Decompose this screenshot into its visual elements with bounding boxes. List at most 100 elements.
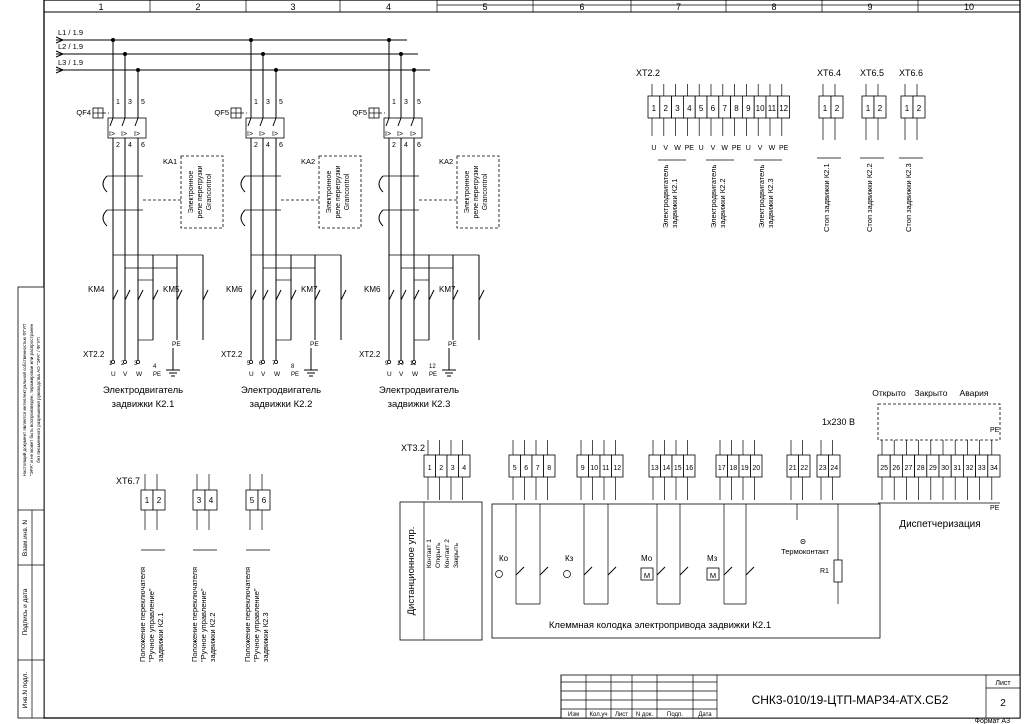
terminal-number: 12 [779, 104, 788, 113]
xt67-label: Положение переключателя [190, 567, 199, 662]
phase-label: V [758, 145, 763, 152]
xt22-label: Электродвигатель [661, 165, 670, 228]
xt67-label: "Ручное управление" [199, 588, 208, 662]
breaker-contact [247, 117, 252, 127]
pe-label: PE [448, 341, 457, 348]
terminal-number: 7 [536, 465, 540, 472]
terminal-number: 8 [547, 465, 551, 472]
xt22-label: Электродвигатель [709, 165, 718, 228]
bus-label: L2 / 1.9 [58, 42, 83, 51]
phase-label: U [249, 371, 254, 378]
m-label: M [644, 571, 650, 580]
xt22-label: Электродвигатель [757, 165, 766, 228]
terminal-pin: 3 [134, 361, 138, 367]
phase-label: V [711, 145, 716, 152]
terminal-number: 24 [830, 465, 838, 472]
title-header: Дата [698, 712, 712, 718]
phase-label: W [136, 371, 143, 378]
breaker-pin-bottom: 4 [266, 142, 270, 149]
sheet-label: Лист [995, 680, 1011, 687]
terminal-cell [683, 454, 696, 478]
side-field: Инв.N подл. [22, 672, 29, 709]
bus-arrow [55, 50, 65, 58]
terminal-number: 4 [687, 104, 692, 113]
terminal-cell [777, 95, 790, 119]
current-sensor [102, 209, 108, 227]
terminal-number: 33 [978, 465, 986, 472]
r1-label: R1 [820, 568, 829, 575]
remote-contact-label: Закрыть [453, 542, 460, 568]
contactor-label: KM6 [364, 285, 381, 294]
breaker-label: QF5 [214, 108, 229, 117]
terminal-cell [750, 454, 763, 478]
remote-control-box [399, 501, 483, 641]
breaker-pin-top: 1 [116, 99, 120, 106]
terminal-number: 1 [905, 104, 910, 113]
side-stamp-frame [17, 286, 45, 719]
terminal-label: XT2.2 [83, 350, 105, 359]
xt67-label: "Ручное управление" [252, 588, 261, 662]
contactor-contact [413, 289, 420, 301]
terminal-number: 22 [800, 465, 808, 472]
xt67-label: задвижки К2.1 [156, 612, 165, 662]
limit-switch-icon [495, 570, 503, 578]
terminal-number: 3 [451, 465, 455, 472]
terminal-number: 14 [662, 465, 670, 472]
dispatch-state: Закрыто [915, 388, 948, 398]
motor-label: Электродвигатель [103, 385, 183, 396]
breaker-contact [410, 117, 415, 127]
title-header: Изм [568, 712, 579, 718]
junction-dot [412, 68, 416, 72]
breaker-label: QF5 [352, 108, 367, 117]
terminal-number: 15 [674, 465, 682, 472]
breaker-element: I> [121, 131, 127, 138]
stop-title: XT6.4 [817, 68, 841, 78]
column-number: 5 [482, 2, 487, 12]
junction-dot [136, 68, 140, 72]
terminal-point [123, 359, 128, 364]
supply-label: 1x230 В [822, 417, 855, 427]
xt67-label: Положение переключателя [243, 567, 252, 662]
breaker-pin-top: 3 [128, 99, 132, 106]
contactor-contact [290, 289, 297, 301]
terminal-number: 20 [752, 465, 760, 472]
relay-text: Grancontrol [344, 173, 351, 210]
terminal-pin: 5 [247, 361, 251, 367]
terminal-number: 5 [513, 465, 517, 472]
side-notice: Настоящий документ является интеллектуал… [21, 324, 27, 477]
terminal-pin: 6 [259, 361, 263, 367]
breaker-element: I> [109, 131, 115, 138]
breaker-pin-bottom: 4 [404, 142, 408, 149]
remote-contact-label: Контакт 1 [426, 539, 433, 568]
bus-arrow [55, 36, 65, 44]
terminal-point [386, 359, 391, 364]
stop-label: Стоп задвижки К2.3 [904, 163, 913, 232]
terminal-point [135, 359, 140, 364]
contactor-contact [275, 289, 282, 301]
column-number: 2 [195, 2, 200, 12]
terminal-cell [204, 489, 218, 511]
contactor-contact [124, 289, 131, 301]
contactor-contact [340, 289, 347, 301]
terminal-number: 9 [746, 104, 751, 113]
side-field: Взам.инв. N [22, 520, 29, 556]
breaker-element: I> [247, 131, 253, 138]
contactor-contact [250, 289, 257, 301]
motor-label: Электродвигатель [241, 385, 321, 396]
bus-label: L3 / 1.9 [58, 58, 83, 67]
breaker-pin-top: 5 [141, 99, 145, 106]
contactor-contact [314, 289, 321, 301]
dispatch-state: Открыто [872, 388, 906, 398]
actuator-title: Клеммная колодка электропривода задвижки… [549, 620, 771, 631]
title-header: Лист [615, 712, 628, 718]
dispatch-state: Авария [960, 388, 989, 398]
current-sensor [240, 209, 246, 227]
terminal-number: 11 [602, 465, 609, 472]
stop-title: XT6.6 [899, 68, 923, 78]
